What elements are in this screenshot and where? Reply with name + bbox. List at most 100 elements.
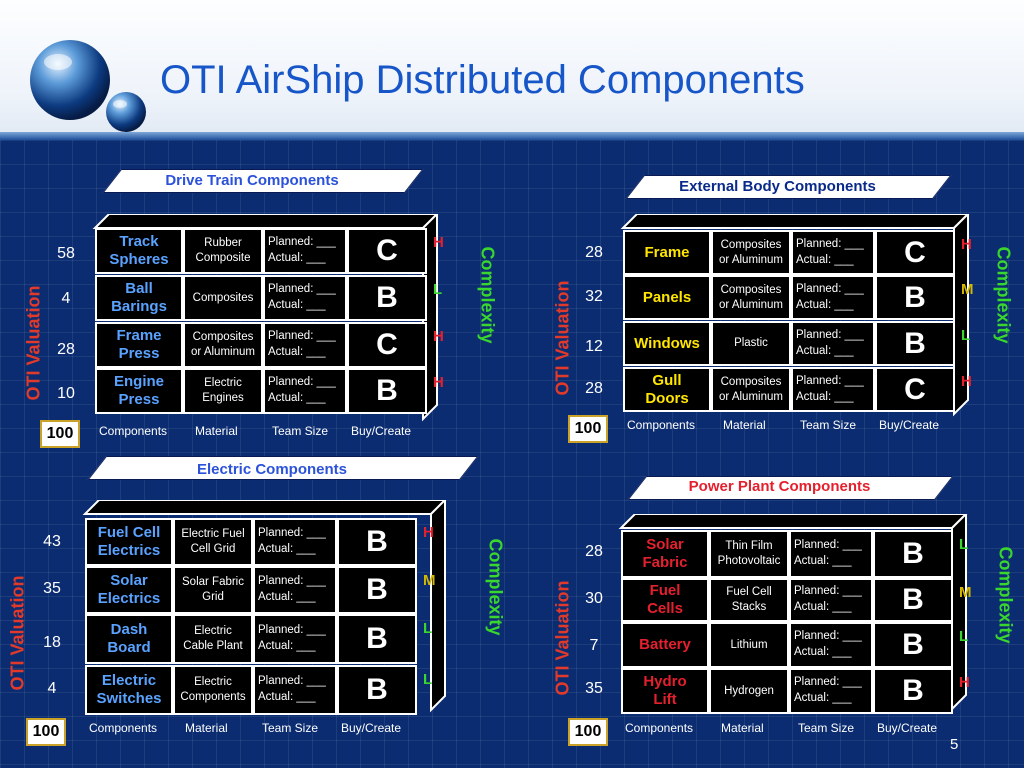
valuation-value: 32	[585, 288, 603, 305]
team-size-cell[interactable]: Planned: ___Actual: ___	[253, 614, 337, 664]
valuation-total: 100	[568, 718, 608, 746]
team-size-cell[interactable]: Planned: ___Actual: ___	[253, 665, 337, 715]
complexity-level: L	[959, 536, 969, 553]
column-header-team-size: Team Size	[272, 424, 329, 438]
complexity-level: L	[423, 671, 433, 688]
valuation-value: 30	[585, 590, 603, 607]
valuation-total: 100	[40, 420, 80, 448]
oti-valuation-label: OTI Valuation	[7, 575, 28, 691]
team-size-cell[interactable]: Planned: ___Actual: ___	[789, 622, 873, 668]
complexity-level: H	[959, 674, 970, 691]
complexity-level: M	[959, 584, 972, 601]
header-divider	[0, 132, 1024, 140]
buy-create-code: B	[337, 518, 417, 566]
complexity-label: Complexity	[995, 546, 1016, 644]
material-cell: Lithium	[709, 622, 789, 668]
valuation-value: 4	[61, 290, 71, 307]
component-name: Battery	[621, 622, 709, 668]
component-name: Panels	[623, 275, 711, 320]
material-cell: Hydrogen	[709, 668, 789, 714]
buy-create-code: B	[347, 368, 427, 414]
team-size-cell[interactable]: Planned: ___Actual: ___	[263, 228, 347, 274]
complexity-level: H	[433, 234, 444, 251]
buy-create-code: B	[347, 275, 427, 321]
valuation-total: 100	[568, 415, 608, 443]
complexity-level: H	[961, 373, 972, 390]
valuation-value: 7	[589, 637, 599, 654]
column-header-buy-create: Buy/Create	[879, 418, 940, 432]
complexity-level: H	[961, 236, 972, 253]
section-title: Power Plant Components	[688, 478, 871, 495]
column-header-buy-create: Buy/Create	[341, 721, 402, 735]
cube-frame-icon	[618, 514, 968, 712]
column-header-components: Components	[625, 721, 694, 735]
valuation-total: 100	[26, 718, 66, 746]
team-size-cell[interactable]: Planned: ___Actual: ___	[253, 566, 337, 614]
column-header-components: Components	[627, 418, 696, 432]
valuation-value: 43	[43, 533, 61, 550]
team-size-cell[interactable]: Planned: ___Actual: ___	[263, 275, 347, 321]
slide-number: 5	[950, 736, 959, 753]
buy-create-code: B	[875, 275, 955, 320]
buy-create-code: B	[337, 614, 417, 664]
buy-create-code: B	[873, 622, 953, 668]
oti-valuation-label: OTI Valuation	[23, 285, 44, 401]
team-size-cell[interactable]: Planned: ___Actual: ___	[791, 230, 875, 275]
team-size-cell[interactable]: Planned: ___Actual: ___	[253, 518, 337, 566]
valuation-value: 28	[585, 543, 603, 560]
buy-create-code: B	[873, 578, 953, 622]
team-size-cell[interactable]: Planned: ___Actual: ___	[791, 275, 875, 320]
oti-valuation-label: OTI Valuation	[552, 580, 573, 696]
valuation-value: 4	[47, 680, 57, 697]
column-header-material: Material	[721, 721, 764, 735]
team-size-cell[interactable]: Planned: ___Actual: ___	[263, 322, 347, 368]
column-header-material: Material	[723, 418, 766, 432]
complexity-level: H	[433, 374, 444, 391]
valuation-value: 28	[585, 244, 603, 261]
buy-create-code: B	[337, 665, 417, 715]
component-name: Windows	[623, 321, 711, 366]
team-size-cell[interactable]: Planned: ___Actual: ___	[791, 367, 875, 412]
column-header-material: Material	[195, 424, 238, 438]
buy-create-code: B	[873, 530, 953, 578]
slide-title: OTI AirShip Distributed Components	[160, 58, 805, 102]
complexity-level: H	[423, 524, 434, 541]
valuation-value: 35	[43, 580, 61, 597]
complexity-label: Complexity	[477, 246, 498, 344]
team-size-cell[interactable]: Planned: ___Actual: ___	[789, 530, 873, 578]
team-size-cell[interactable]: Planned: ___Actual: ___	[791, 321, 875, 366]
team-size-cell[interactable]: Planned: ___Actual: ___	[789, 578, 873, 622]
complexity-level: H	[433, 328, 444, 345]
buy-create-code: C	[875, 367, 955, 412]
section-title: Electric Components	[196, 461, 348, 478]
team-size-cell[interactable]: Planned: ___Actual: ___	[789, 668, 873, 714]
valuation-value: 12	[585, 338, 603, 355]
team-size-cell[interactable]: Planned: ___Actual: ___	[263, 368, 347, 414]
complexity-level: L	[433, 281, 443, 298]
valuation-value: 10	[57, 385, 75, 402]
slide-header	[0, 0, 1024, 140]
